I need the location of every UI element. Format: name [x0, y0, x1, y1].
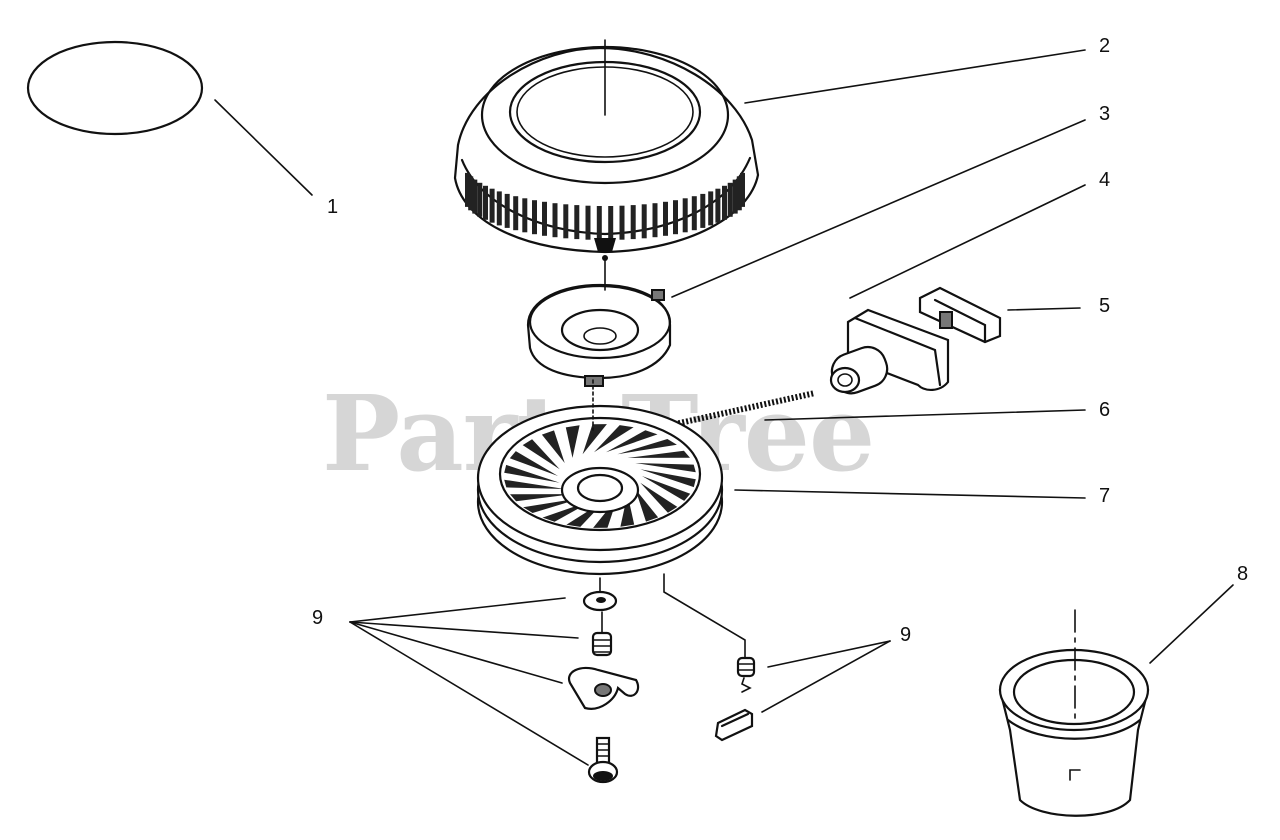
label-9-right: 9	[900, 624, 911, 646]
pulley-vane	[606, 430, 658, 453]
part-2-starter-housing[interactable]	[453, 45, 760, 261]
part-1-gasket[interactable]	[26, 40, 204, 136]
pulley-vane	[640, 482, 678, 513]
vent-slot	[641, 204, 647, 239]
vent-slot	[532, 200, 537, 235]
pulley-vane	[522, 439, 560, 470]
pulley-vane	[640, 469, 696, 488]
vent-slot	[465, 172, 470, 207]
part-9-pawl[interactable]	[567, 666, 640, 710]
pulley-vane	[582, 424, 607, 455]
leader-lines	[214, 49, 1234, 766]
pulley-vane	[627, 450, 690, 458]
part-5-handle-insert[interactable]	[918, 286, 1002, 344]
vent-slot	[496, 191, 502, 226]
vent-slots	[465, 172, 745, 240]
vent-slot	[552, 203, 558, 238]
vent-slot	[691, 196, 697, 231]
label-7: 7	[1099, 485, 1110, 507]
part-9-spring[interactable]	[591, 631, 613, 657]
vent-slot	[522, 198, 528, 233]
part-8-starter-cup[interactable]	[998, 648, 1150, 817]
vent-slot	[736, 176, 742, 211]
part-9-spring-right[interactable]	[736, 656, 756, 693]
vent-slot	[513, 196, 519, 231]
alignment-lines	[592, 39, 1076, 721]
part-9-screw[interactable]	[587, 736, 619, 784]
pulley-vane	[620, 494, 635, 527]
vent-slot	[574, 205, 580, 240]
vent-slot	[608, 206, 614, 240]
vent-slot	[727, 182, 733, 217]
part-7-pulley[interactable]	[476, 404, 724, 576]
pulley-vane	[594, 425, 634, 453]
vent-slot	[585, 205, 591, 240]
vent-slot	[468, 176, 474, 211]
pulley-vane	[635, 489, 659, 522]
label-2: 2	[1099, 35, 1110, 57]
part-6-starter-rope[interactable]	[611, 390, 816, 441]
vent-slot	[722, 185, 727, 220]
vent-slot	[663, 201, 668, 236]
pulley-vane	[509, 451, 558, 476]
vent-slot	[477, 182, 483, 217]
vent-slot	[715, 188, 721, 223]
pulley-vanes	[504, 424, 696, 528]
vent-slot	[504, 193, 510, 228]
pulley-vane	[541, 430, 565, 463]
vent-slot	[652, 203, 658, 238]
part-9-key-right[interactable]	[714, 708, 754, 742]
pulley-vane	[565, 425, 580, 458]
pulley-vane	[617, 439, 677, 455]
vent-slot	[682, 198, 688, 233]
pulley-vane	[510, 494, 573, 502]
vent-slot	[483, 185, 488, 220]
vent-slot	[708, 191, 714, 226]
vent-slot	[472, 179, 478, 214]
vent-slot	[740, 172, 745, 207]
part-3-retainer-plate[interactable]	[526, 283, 672, 387]
vent-slot	[619, 205, 625, 240]
label-6: 6	[1099, 399, 1110, 421]
pulley-vane	[504, 479, 565, 489]
label-5: 5	[1099, 295, 1110, 317]
vent-slot	[489, 188, 495, 223]
pulley-vane	[642, 476, 691, 501]
vent-slot	[673, 200, 678, 235]
vent-slot	[563, 204, 569, 239]
label-3: 3	[1099, 103, 1110, 125]
pulley-vane	[635, 463, 696, 473]
label-8: 8	[1237, 563, 1248, 585]
label-9-left: 9	[312, 607, 323, 629]
label-4: 4	[1099, 169, 1110, 191]
vent-slot	[732, 179, 738, 214]
label-1: 1	[327, 196, 338, 218]
vent-slot	[596, 206, 602, 240]
pulley-vane	[504, 464, 560, 483]
vent-slot	[700, 193, 706, 228]
part-9-washer[interactable]	[582, 590, 618, 612]
part-4-starter-handle[interactable]	[827, 308, 950, 398]
vent-slot	[542, 201, 547, 236]
vent-slot	[630, 205, 636, 240]
